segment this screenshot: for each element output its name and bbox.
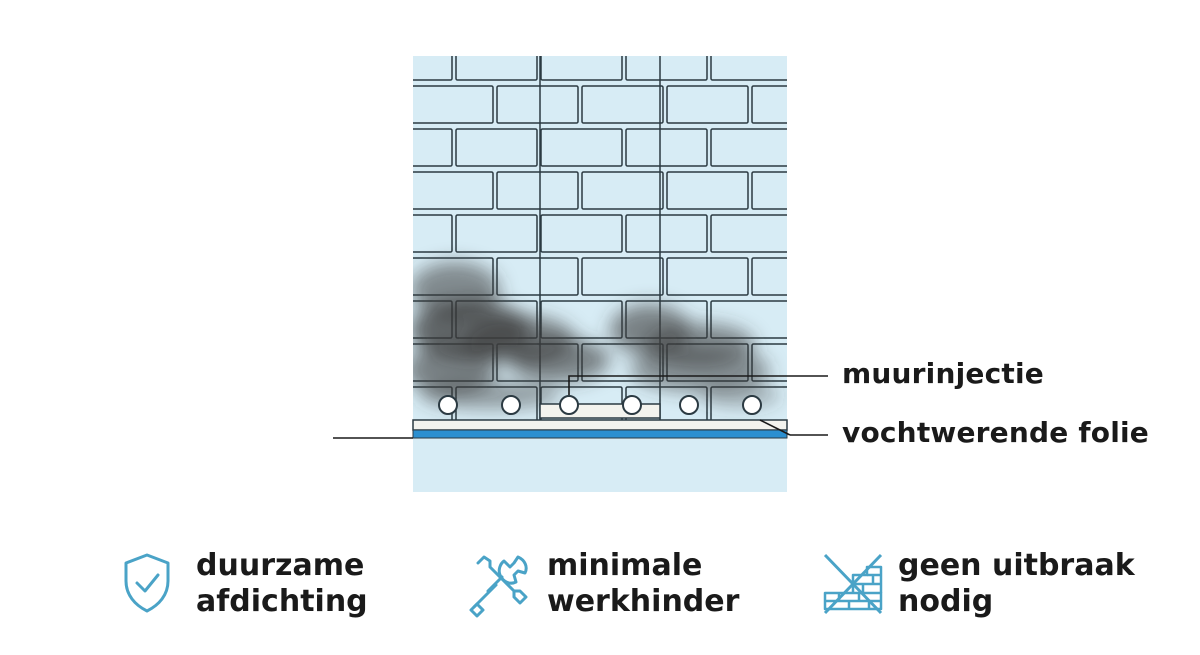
brick xyxy=(327,344,408,381)
brick xyxy=(625,214,708,253)
injection-label: muurinjectie xyxy=(842,357,1044,390)
leader-lines xyxy=(333,375,828,439)
brick xyxy=(327,86,408,123)
damp-stains xyxy=(413,262,780,409)
brick xyxy=(581,257,664,296)
brick xyxy=(751,171,787,210)
brick xyxy=(496,171,579,210)
brick xyxy=(666,257,749,296)
injection-hole xyxy=(501,395,521,415)
injection-leader xyxy=(568,375,828,395)
injection-band xyxy=(539,403,661,419)
foundation xyxy=(413,438,787,492)
injection-hole xyxy=(438,395,458,415)
damp-proof-membrane xyxy=(412,429,788,439)
feature-line2: afdichting xyxy=(196,584,368,619)
feature-line1: minimale xyxy=(547,548,703,583)
feature-line2: nodig xyxy=(898,584,994,619)
feature-minimal-disruption: minimale werkhinder xyxy=(547,548,739,620)
injection-hole xyxy=(622,395,642,415)
brick xyxy=(327,172,408,209)
injection-hole xyxy=(742,395,762,415)
brick xyxy=(581,171,664,210)
brick xyxy=(751,85,787,124)
brick xyxy=(455,56,538,81)
mortar-strip xyxy=(412,419,788,431)
feature-no-demolition: geen uitbraak nodig xyxy=(898,548,1135,620)
injection-hole xyxy=(679,395,699,415)
brick xyxy=(540,214,623,253)
brick xyxy=(413,85,494,124)
feature-line1: duurzame xyxy=(196,548,365,583)
shield-check-icon xyxy=(124,553,170,613)
brick xyxy=(413,56,453,81)
membrane-leader-right xyxy=(759,419,791,436)
injection-holes xyxy=(438,395,762,415)
brick xyxy=(413,214,453,253)
brick xyxy=(540,56,623,81)
brick xyxy=(666,171,749,210)
brick xyxy=(327,258,408,295)
wrench-screwdriver-icon xyxy=(469,555,528,618)
brick xyxy=(413,128,453,167)
brick xyxy=(666,85,749,124)
brick xyxy=(455,214,538,253)
brick xyxy=(496,257,579,296)
injection-hole xyxy=(559,395,579,415)
brick xyxy=(540,128,623,167)
feature-line2: werkhinder xyxy=(547,584,740,619)
brick xyxy=(751,257,787,296)
brick xyxy=(710,128,787,167)
brick xyxy=(625,128,708,167)
brick xyxy=(625,56,708,81)
brick xyxy=(496,85,579,124)
brick xyxy=(413,171,494,210)
brick xyxy=(710,214,787,253)
crossed-out-brick-wall-icon xyxy=(823,553,883,615)
feature-durable-sealing: duurzame afdichting xyxy=(196,548,368,620)
brick xyxy=(581,85,664,124)
membrane-label: vochtwerende folie xyxy=(842,416,1149,449)
feature-line1: geen uitbraak xyxy=(898,548,1135,583)
brick xyxy=(710,56,787,81)
brick xyxy=(455,128,538,167)
